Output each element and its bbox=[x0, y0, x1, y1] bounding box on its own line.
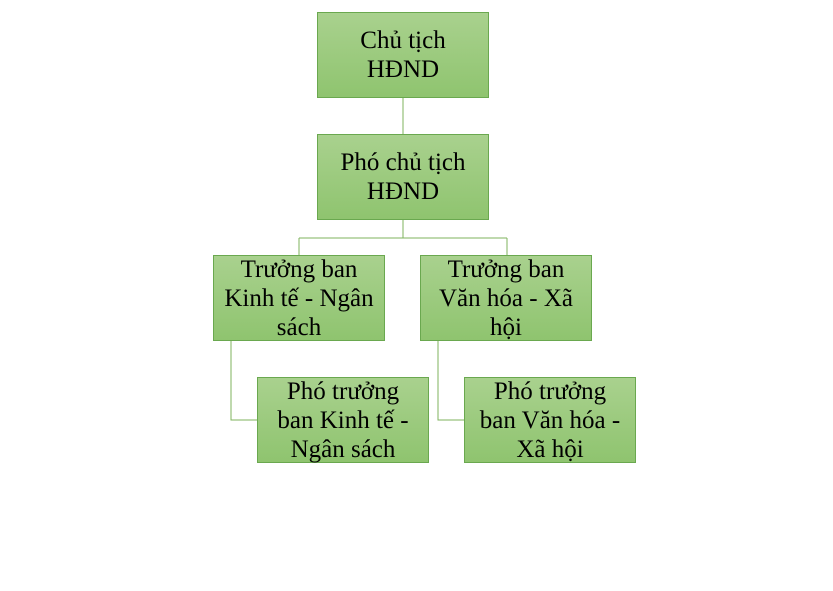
node-deputy-economy-label: Phó trưởng ban Kinh tế - Ngân sách bbox=[277, 377, 409, 463]
node-chair: Chủ tịch HĐND bbox=[317, 12, 489, 98]
node-head-culture: Trưởng ban Văn hóa - Xã hội bbox=[420, 255, 592, 341]
connector-economy-deputy bbox=[230, 341, 257, 421]
node-deputy-culture-label: Phó trưởng ban Văn hóa - Xã hội bbox=[479, 377, 621, 463]
node-head-economy: Trưởng ban Kinh tế - Ngân sách bbox=[213, 255, 385, 341]
node-vice-chair-label: Phó chủ tịch HĐND bbox=[340, 149, 466, 205]
node-head-economy-label: Trưởng ban Kinh tế - Ngân sách bbox=[224, 255, 374, 341]
connector-culture-deputy bbox=[437, 341, 464, 421]
node-chair-label: Chủ tịch HĐND bbox=[360, 27, 446, 83]
node-vice-chair: Phó chủ tịch HĐND bbox=[317, 134, 489, 220]
node-head-culture-label: Trưởng ban Văn hóa - Xã hội bbox=[439, 255, 573, 341]
node-deputy-economy: Phó trưởng ban Kinh tế - Ngân sách bbox=[257, 377, 429, 463]
node-deputy-culture: Phó trưởng ban Văn hóa - Xã hội bbox=[464, 377, 636, 463]
